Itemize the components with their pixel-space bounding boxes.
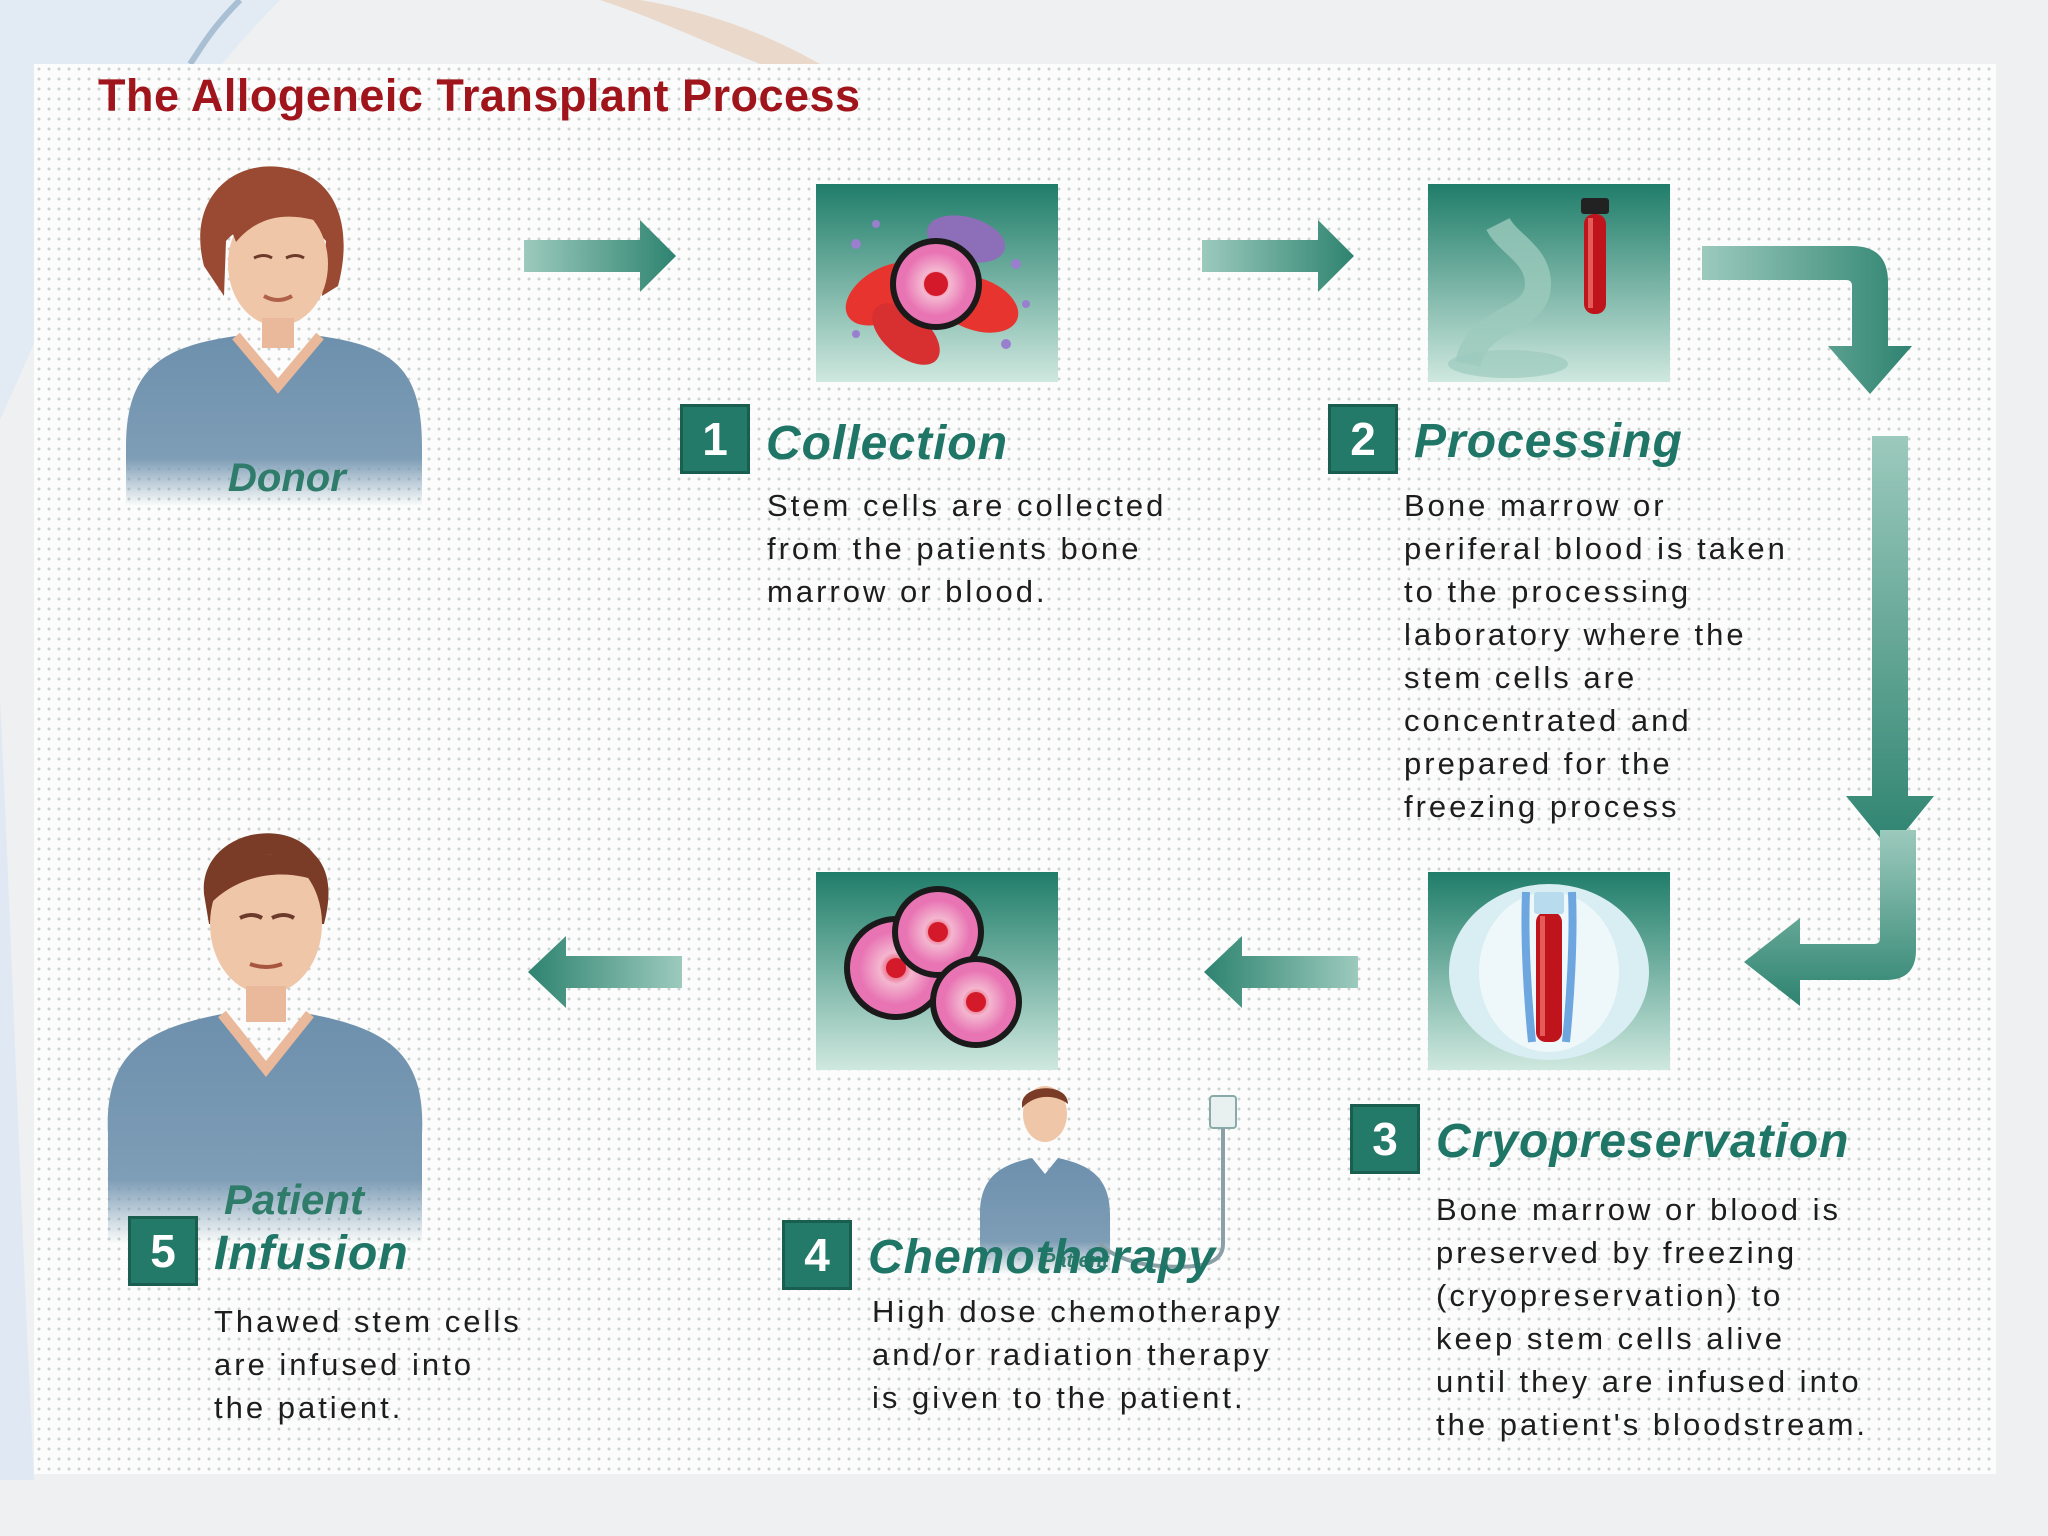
patient-label: Patient xyxy=(224,1176,365,1223)
step-1-description: Stem cells are collected from the patien… xyxy=(767,488,1167,609)
step-1-title: Collection xyxy=(766,417,1009,470)
step-3-description: Bone marrow or blood is preserved by fre… xyxy=(1436,1192,1869,1442)
diagram-title: The Allogeneic Transplant Process xyxy=(98,70,861,121)
arrow-chemo-to-patient xyxy=(528,936,682,1008)
patient-figure: Patient xyxy=(74,814,434,1244)
step-2-title: Processing xyxy=(1414,415,1683,468)
donor-figure: Donor xyxy=(86,146,426,506)
arrow-collection-to-processing xyxy=(1202,220,1354,292)
step-2-badge: 2 xyxy=(1328,404,1398,474)
diagram-card: The Allogeneic Transplant Process xyxy=(34,64,1996,1474)
processing-illustration xyxy=(1428,184,1670,382)
donor-illustration xyxy=(126,166,422,506)
arrow-donor-to-collection xyxy=(524,220,676,292)
step-3-title: Cryopreservation xyxy=(1436,1115,1850,1168)
arrow-processing-bend-down xyxy=(1702,246,1912,394)
step-3-badge: 3 xyxy=(1350,1104,1420,1174)
collection-illustration xyxy=(816,184,1058,382)
chemotherapy-illustration xyxy=(816,872,1058,1070)
chemo-patient-label: Patient xyxy=(1042,1250,1109,1272)
donor-label: Donor xyxy=(228,456,346,500)
cryopreservation-illustration xyxy=(1428,872,1670,1070)
arrow-bend-into-cryo xyxy=(1744,830,1916,1006)
arrow-down-to-cryo xyxy=(1846,436,1934,850)
step-1-badge: 1 xyxy=(680,404,750,474)
step-5-description: Thawed stem cells are infused into the p… xyxy=(214,1304,522,1425)
step-4-badge: 4 xyxy=(782,1220,852,1290)
patient-illustration xyxy=(107,833,423,1244)
step-2-description: Bone marrow or periferal blood is taken … xyxy=(1404,488,1788,824)
step-4-description: High dose chemotherapy and/or radiation … xyxy=(872,1294,1283,1415)
step-5-badge: 5 xyxy=(128,1216,198,1286)
chemo-patient-figure: Patient xyxy=(960,1074,1260,1289)
chemo-patient-illustration xyxy=(980,1086,1237,1274)
arrow-cryo-to-chemo xyxy=(1204,936,1358,1008)
step-4-title: Chemotherapy xyxy=(868,1231,1217,1284)
step-5-title: Infusion xyxy=(214,1227,409,1280)
